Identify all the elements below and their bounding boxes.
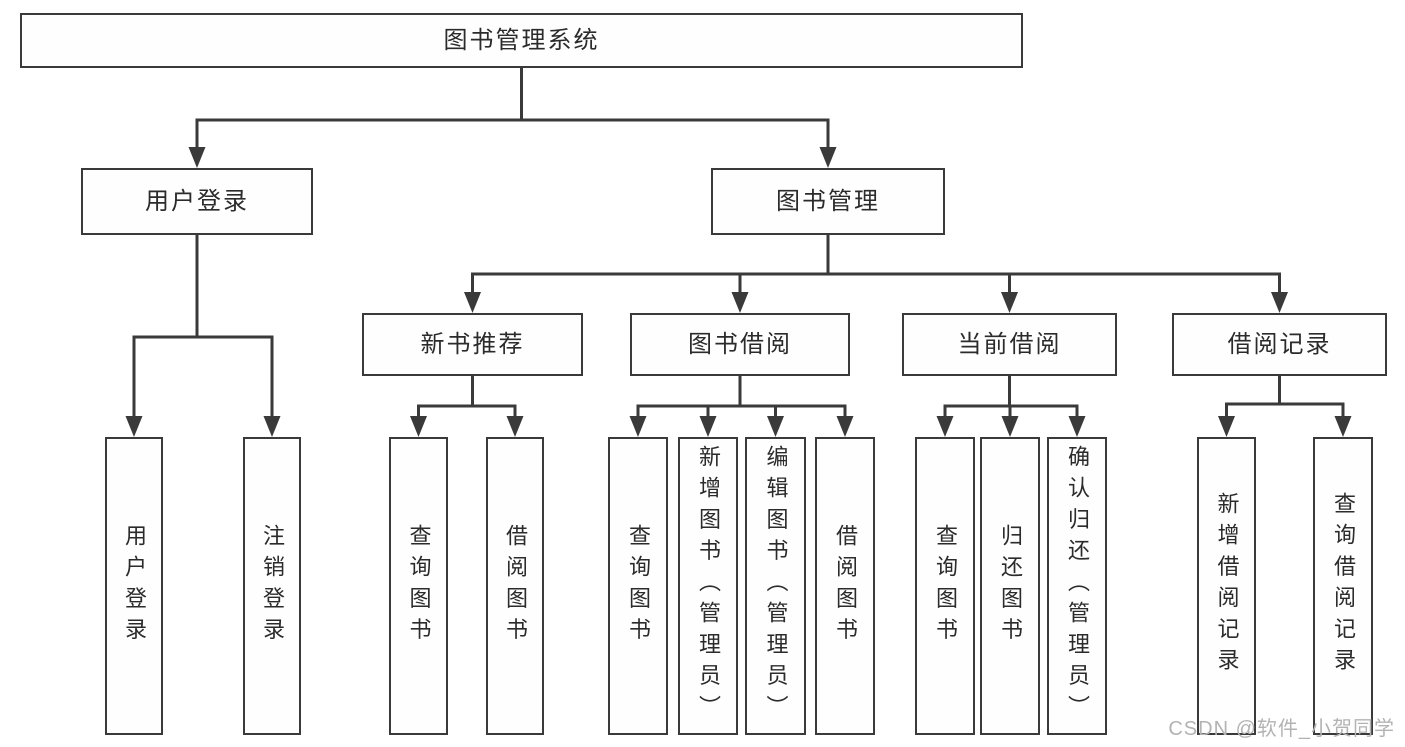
- node-leaf-user-login: 用户登录: [105, 437, 163, 735]
- node-label-leaf-bb-borrow-books: 借阅图书: [833, 523, 858, 649]
- arrowhead-icon-new-book-recommend-leaf-nbr-borrow-books: [506, 416, 524, 437]
- arrowhead-icon-current-borrowing-leaf-cb-query-books: [936, 416, 954, 437]
- node-borrowing-records: 借阅记录: [1172, 313, 1387, 376]
- arrowhead-icon-system-root-user-login: [188, 147, 206, 168]
- arrowhead-icon-book-management-borrowing-records: [1271, 292, 1288, 313]
- node-label-leaf-bb-edit-books: 编辑图书（管理员）: [763, 445, 789, 727]
- node-leaf-bb-query-books: 查询图书: [608, 437, 668, 735]
- node-leaf-br-add-record: 新增借阅记录: [1197, 437, 1256, 735]
- node-label-leaf-cb-query-books: 查询图书: [933, 523, 958, 649]
- node-leaf-br-query-record: 查询借阅记录: [1313, 437, 1373, 735]
- node-leaf-logout: 注销登录: [243, 437, 301, 735]
- node-label-current-borrowing: 当前借阅: [957, 330, 1062, 358]
- arrowhead-icon-user-login-leaf-user-login: [125, 416, 143, 437]
- edge-current-borrowing: [943, 374, 1079, 422]
- node-book-borrowing: 图书借阅: [630, 313, 850, 376]
- arrowhead-icon-current-borrowing-leaf-cb-return-books: [1001, 416, 1019, 437]
- node-label-borrowing-records: 借阅记录: [1227, 330, 1332, 358]
- edge-borrowing-records: [1225, 374, 1345, 422]
- node-label-leaf-cb-return-books: 归还图书: [998, 523, 1023, 649]
- arrowhead-icon-book-borrowing-leaf-bb-borrow-books: [836, 416, 854, 437]
- arrowhead-icon-book-borrowing-leaf-bb-edit-books: [767, 416, 784, 437]
- arrowhead-icon-system-root-book-management: [819, 147, 837, 168]
- node-label-leaf-user-login: 用户登录: [122, 523, 147, 649]
- node-label-leaf-cb-confirm-return: 确认归还（管理员）: [1065, 445, 1090, 727]
- edge-user-login: [132, 233, 274, 422]
- arrowhead-icon-book-management-current-borrowing: [1001, 292, 1018, 313]
- node-label-new-book-recommend: 新书推荐: [420, 330, 525, 358]
- edge-book-borrowing: [636, 374, 847, 422]
- node-user-login: 用户登录: [81, 168, 313, 235]
- arrowhead-icon-user-login-leaf-logout: [263, 416, 281, 437]
- node-label-book-management: 图书管理: [776, 187, 880, 215]
- arrowhead-icon-new-book-recommend-leaf-nbr-query-books: [410, 416, 427, 437]
- arrowhead-icon-book-management-book-borrowing: [731, 292, 749, 313]
- node-label-book-borrowing: 图书借阅: [688, 330, 792, 358]
- node-leaf-cb-return-books: 归还图书: [980, 437, 1040, 735]
- node-current-borrowing: 当前借阅: [902, 313, 1117, 376]
- node-leaf-cb-query-books: 查询图书: [915, 437, 975, 735]
- node-label-leaf-logout: 注销登录: [260, 523, 285, 649]
- arrowhead-icon-current-borrowing-leaf-cb-confirm-return: [1068, 416, 1086, 437]
- node-label-leaf-bb-add-books: 新增图书（管理员）: [696, 445, 721, 727]
- arrowhead-icon-book-borrowing-leaf-bb-add-books: [699, 416, 717, 437]
- node-label-leaf-br-query-record: 查询借阅记录: [1331, 492, 1356, 680]
- edge-new-book-recommend: [417, 374, 517, 422]
- node-label-leaf-br-add-record: 新增借阅记录: [1214, 492, 1240, 680]
- node-leaf-nbr-borrow-books: 借阅图书: [486, 437, 544, 735]
- arrowhead-icon-borrowing-records-leaf-br-query-record: [1334, 416, 1352, 437]
- edge-system-root: [195, 66, 830, 153]
- node-leaf-bb-add-books: 新增图书（管理员）: [678, 437, 738, 735]
- node-label-leaf-nbr-borrow-books: 借阅图书: [503, 523, 528, 649]
- node-leaf-cb-confirm-return: 确认归还（管理员）: [1047, 437, 1107, 735]
- node-label-user-login: 用户登录: [145, 187, 249, 215]
- node-label-leaf-nbr-query-books: 查询图书: [406, 523, 432, 649]
- node-leaf-bb-edit-books: 编辑图书（管理员）: [745, 437, 806, 735]
- node-system-root: 图书管理系统: [20, 13, 1023, 68]
- arrowhead-icon-book-management-new-book-recommend: [464, 292, 481, 313]
- node-leaf-nbr-query-books: 查询图书: [389, 437, 448, 735]
- node-book-management: 图书管理: [711, 168, 945, 235]
- arrowhead-icon-borrowing-records-leaf-br-add-record: [1218, 416, 1235, 437]
- arrowhead-icon-book-borrowing-leaf-bb-query-books: [629, 416, 647, 437]
- node-label-leaf-bb-query-books: 查询图书: [626, 523, 651, 649]
- edge-book-management: [471, 233, 1281, 298]
- node-new-book-recommend: 新书推荐: [362, 313, 583, 376]
- node-leaf-bb-borrow-books: 借阅图书: [815, 437, 875, 735]
- node-label-system-root: 图书管理系统: [443, 26, 600, 54]
